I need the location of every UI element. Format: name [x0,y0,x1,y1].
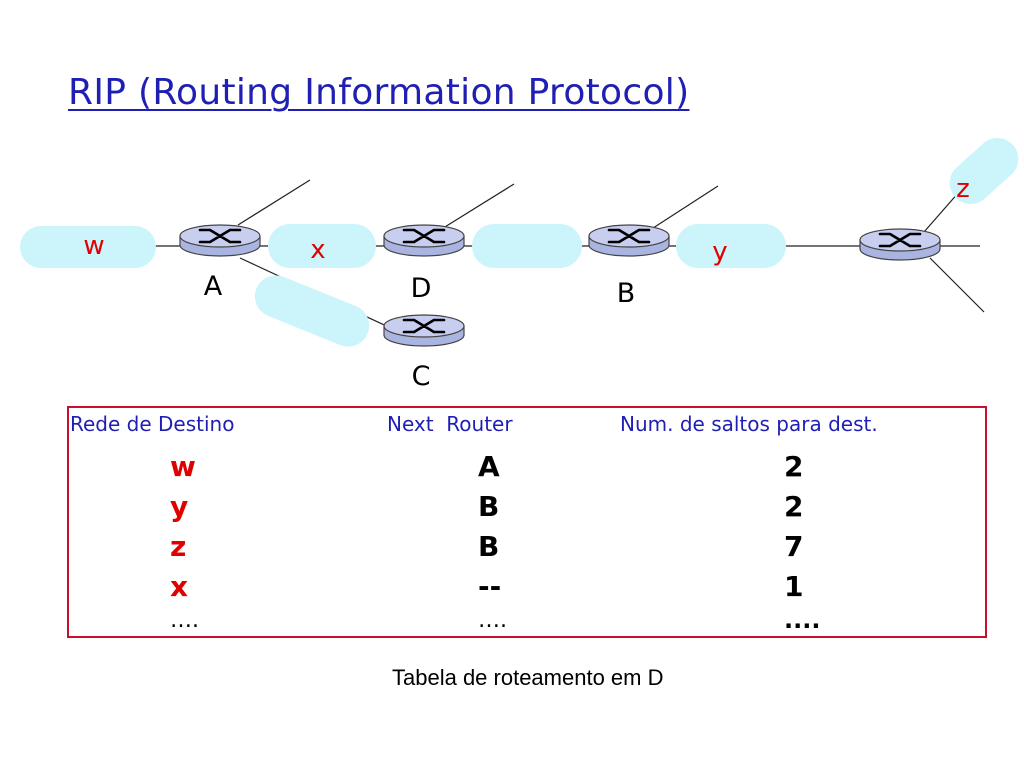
table-caption: Tabela de roteamento em D [392,665,664,690]
table-cell-dest: …. [170,608,199,633]
router-b-icon [587,223,671,258]
network-z-blob [949,137,1019,205]
network-label-w: w [83,231,104,261]
table-cell-hops: .... [784,606,821,634]
table-cell-hops: 7 [784,530,804,563]
routing-table-frame [67,406,987,638]
table-cell-next: -- [478,570,502,603]
table-cell-hops: 2 [784,490,804,523]
network-label-y: y [712,237,727,267]
table-cell-dest: x [170,570,189,603]
router-label-a: A [204,271,223,302]
router-label-b: B [617,278,636,309]
link-a-stub [237,179,311,226]
table-cell-next: A [478,450,500,483]
table-cell-dest: y [170,490,189,523]
table-cell-next: …. [478,608,507,633]
router-label-c: C [412,361,431,392]
link-d-stub [439,183,515,231]
network-unnamed-blob [472,224,582,268]
network-blobs [20,137,1019,347]
table-cell-dest: z [170,530,187,563]
network-diagram: A D B C w x y z [20,137,1019,392]
table-header-dest: Rede de Destino [70,412,235,436]
table-cell-hops: 1 [784,570,804,603]
network-x-blob [268,224,376,268]
link-z-down [929,257,985,313]
network-label-x: x [310,235,325,265]
table-cell-next: B [478,490,500,523]
network-y-blob [676,224,786,268]
table-cell-hops: 2 [784,450,804,483]
table-cell-dest: w [170,450,196,483]
network-label-z: z [956,174,970,204]
router-label-d: D [411,273,432,304]
router-a-icon [178,223,262,258]
table-header-next: Next Router [387,412,513,436]
network-w-blob [20,226,156,268]
table-header-hops: Num. de saltos para dest. [620,412,878,436]
router-c-icon [382,313,466,348]
table-cell-next: B [478,530,500,563]
link-b-stub [649,185,719,231]
router-d-icon [382,223,466,258]
router-z-icon [858,227,942,262]
page-title: RIP (Routing Information Protocol) [68,72,690,113]
network-ac-blob [254,275,370,347]
